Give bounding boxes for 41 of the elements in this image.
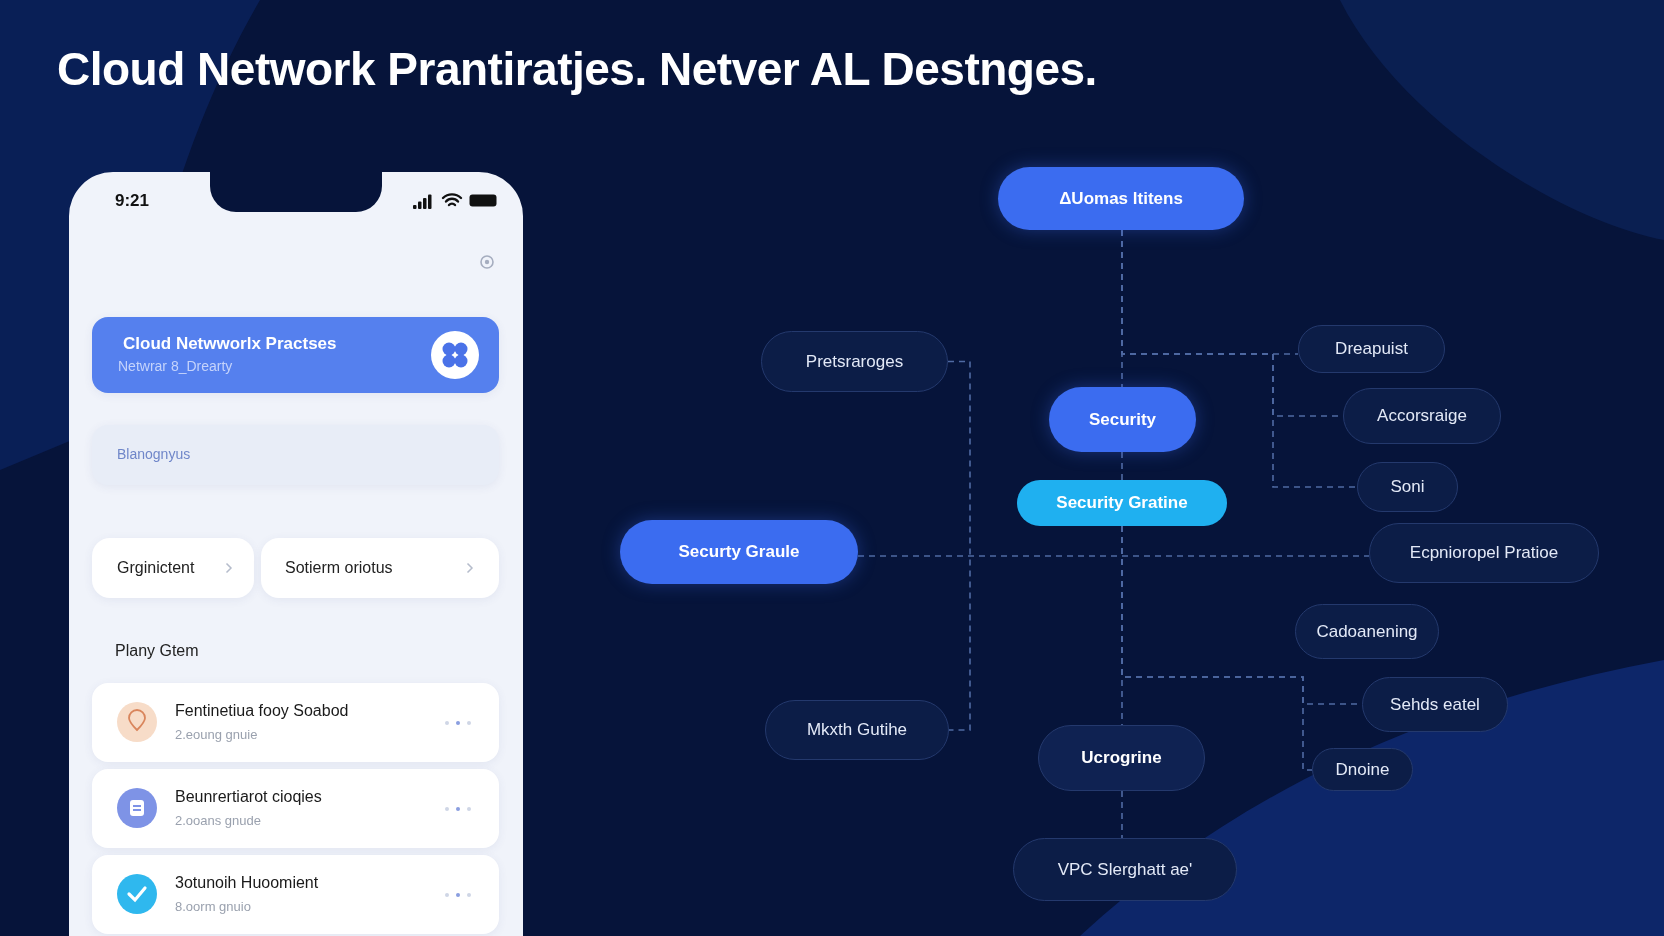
- item-subtitle: 8.oorm gnuio: [175, 899, 251, 914]
- rounded-node: [1049, 387, 1196, 452]
- connector-line: [1121, 790, 1123, 839]
- connector-line: [1121, 451, 1123, 481]
- item-subtitle: 2.eoung gnuie: [175, 727, 258, 742]
- chip-label: Sotierm oriotus: [285, 559, 393, 577]
- rounded-node: [620, 520, 858, 584]
- node-label: Ucrogrine: [1081, 748, 1162, 768]
- rounded-node: [1017, 480, 1227, 526]
- node-label: Ecpnioropel Pratioe: [1409, 543, 1559, 563]
- node-label: Securty Graule: [678, 542, 800, 562]
- rounded-node: [1343, 388, 1501, 444]
- item-subtitle: 2.ooans gnude: [175, 813, 262, 828]
- card-title: Cloud Netwworlx Practses: [123, 334, 337, 354]
- node-label: VPC Slerghatt ae': [1057, 859, 1193, 880]
- node-label: Security Gratine: [1056, 493, 1188, 513]
- title: Cloud Network Prantiratjes. Netver AL Destnges.: [57, 42, 1097, 96]
- node-label: Accorsraige: [1377, 406, 1467, 426]
- node-label: Soni: [1390, 477, 1425, 497]
- status-time: 9:21: [115, 191, 150, 211]
- item-title: Fentinetiua fooy Soabod: [175, 702, 349, 720]
- node-label: ΔUomas ltitens: [1059, 188, 1183, 209]
- rounded-node: [1298, 325, 1445, 373]
- node-label: Mkxth Gutihe: [806, 720, 908, 740]
- connector-line: [947, 360, 971, 731]
- node-label: Dreapuist: [1335, 339, 1408, 359]
- rounded-node: [1357, 462, 1458, 512]
- item-title: Beunrertiarot cioqies: [175, 788, 322, 806]
- node-label: Dnoine: [1335, 759, 1390, 780]
- rounded-node: [998, 167, 1244, 230]
- chip-label: Grginictent: [117, 559, 195, 577]
- rounded-node: [1312, 748, 1413, 791]
- node-label: Cadoanening: [1316, 621, 1418, 642]
- search-placeholder: Blanognyus: [117, 446, 191, 462]
- node-label: Pretsraroges: [805, 351, 904, 372]
- node-label: Security: [1088, 409, 1157, 430]
- item-title: 3otunoih Huoomient: [175, 874, 319, 892]
- card-subtitle: Netwrar 8_Drearty: [118, 358, 233, 374]
- node-label: Sehds eatel: [1390, 694, 1480, 715]
- connector-line: [857, 555, 1370, 557]
- section-heading: Plany Gtem: [115, 642, 199, 660]
